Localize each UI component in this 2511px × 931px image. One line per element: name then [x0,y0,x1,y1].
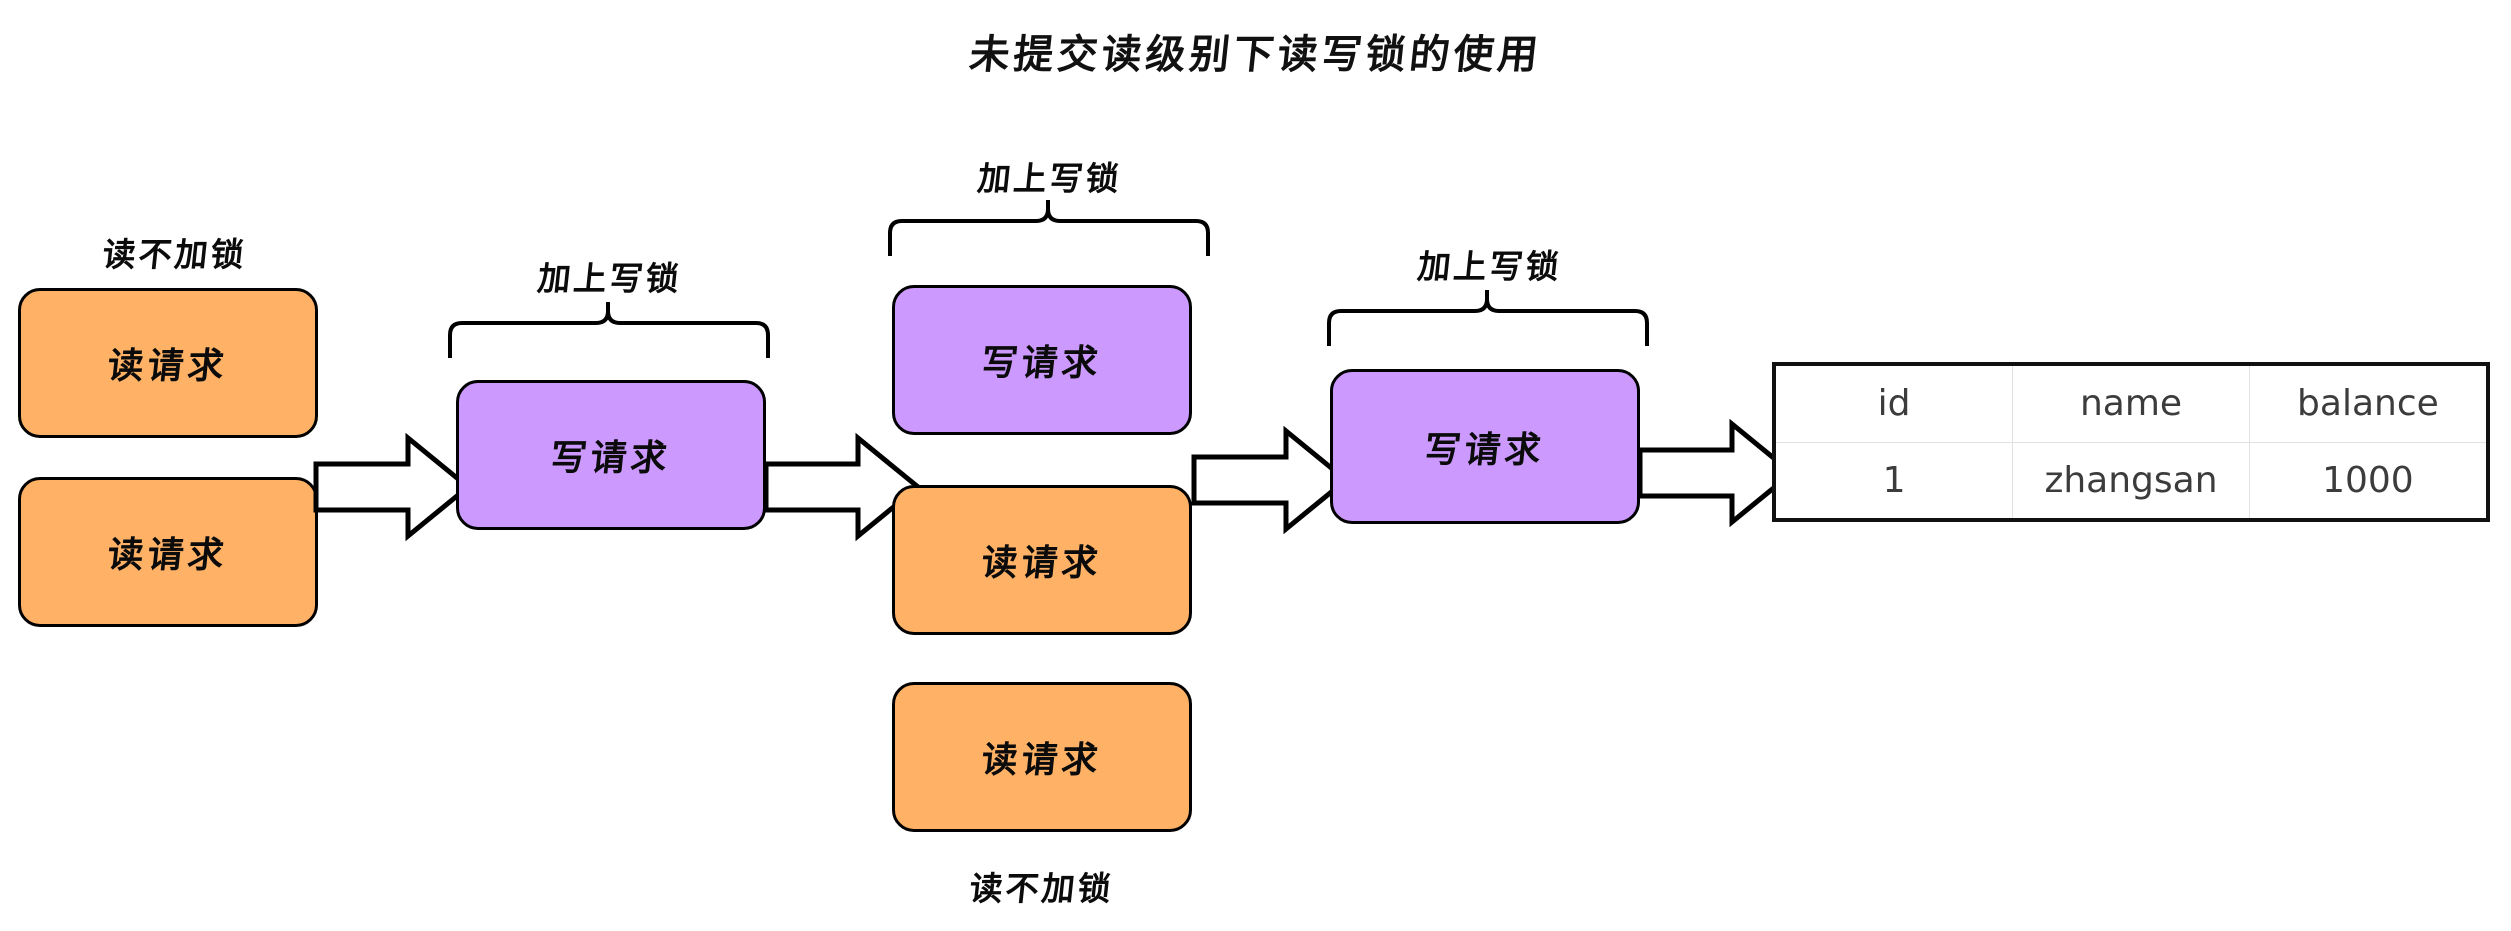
read-request-box-2[interactable]: 读请求 [18,477,318,627]
table-header-row: id name balance [1776,366,2486,443]
write-request-label-2: 写请求 [979,343,1104,384]
table-header-name: name [2012,366,2250,443]
label-read-no-lock-2: 读不加锁 [967,869,1116,908]
brace-write-lock-2 [888,200,1210,256]
write-request-box-1[interactable]: 写请求 [456,380,766,530]
label-add-write-lock-3: 加上写锁 [1415,247,1564,286]
page-title-text: 未提交读级别下读写锁的使用 [966,32,1544,78]
write-request-box-3[interactable]: 写请求 [1330,369,1640,524]
label-add-write-lock-1: 加上写锁 [535,259,684,298]
read-request-box-3[interactable]: 读请求 [892,485,1192,635]
write-request-box-2[interactable]: 写请求 [892,285,1192,435]
read-request-label-3: 读请求 [979,543,1104,584]
data-table: id name balance 1 zhangsan 1000 [1772,362,2490,522]
read-request-label-4: 读请求 [979,740,1104,781]
arrow-1 [313,432,472,542]
write-request-label-1: 写请求 [548,438,673,479]
arrow-3 [1191,425,1350,535]
write-request-label-3: 写请求 [1422,429,1547,471]
read-request-label-1: 读请求 [105,346,230,387]
read-request-label-2: 读请求 [105,535,230,576]
table-header-balance: balance [2248,366,2486,443]
table-header-id: id [1776,366,2014,443]
table-cell-id: 1 [1776,441,2014,518]
label-add-write-lock-2: 加上写锁 [975,159,1124,198]
table-cell-name: zhangsan [2012,441,2250,518]
table-cell-balance: 1000 [2248,441,2486,518]
page-title: 未提交读级别下读写锁的使用 [0,22,2511,80]
brace-write-lock-3 [1327,290,1649,346]
label-read-no-lock-1: 读不加锁 [100,235,249,274]
brace-write-lock-1 [448,302,770,358]
read-request-box-1[interactable]: 读请求 [18,288,318,438]
read-request-box-4[interactable]: 读请求 [892,682,1192,832]
table-row: 1 zhangsan 1000 [1776,441,2486,518]
